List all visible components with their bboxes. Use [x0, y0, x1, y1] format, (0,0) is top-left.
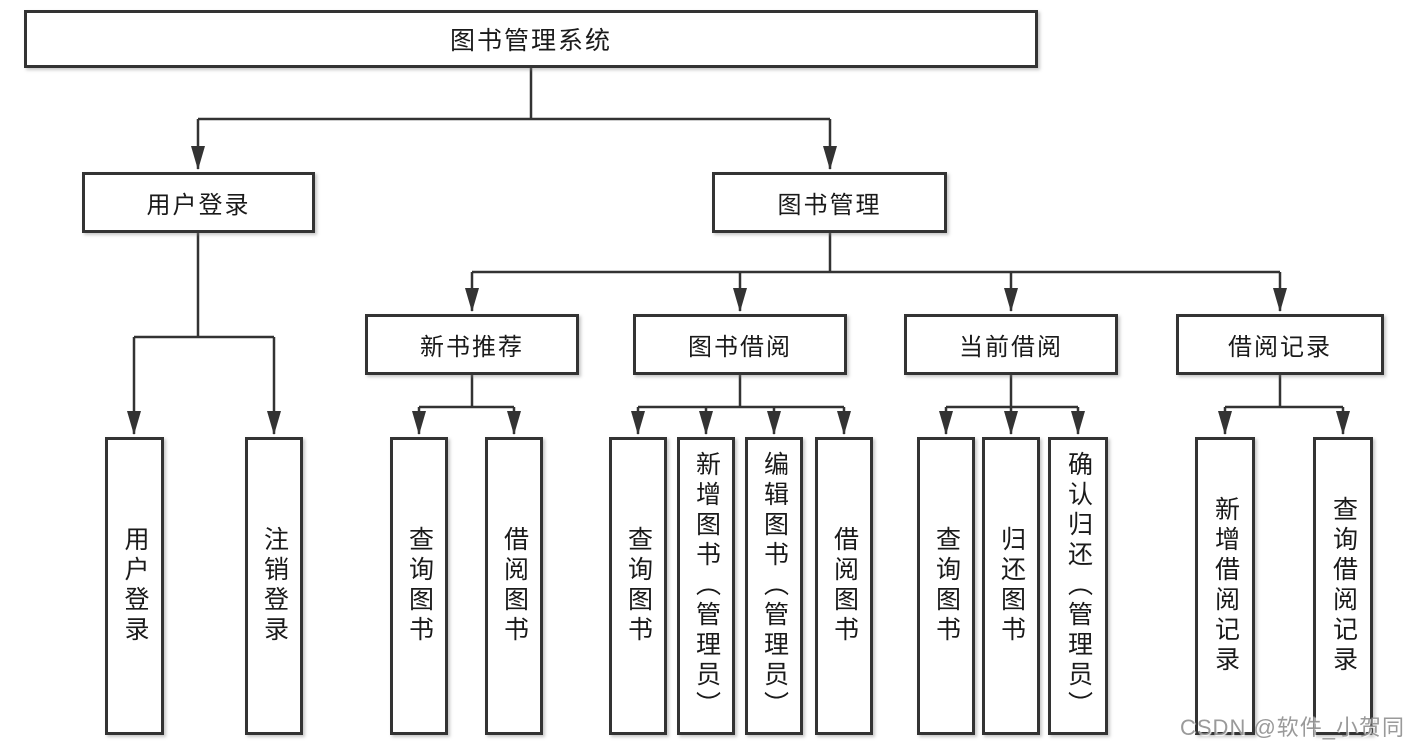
node-user-login: 用户登录 — [82, 172, 315, 233]
new-books-branch — [412, 375, 521, 435]
book-borrow-branch — [631, 375, 851, 435]
root-branch — [191, 68, 837, 170]
leaf-confirm-return-admin: 确认归还（管理员） — [1048, 437, 1108, 735]
node-book-management: 图书管理 — [712, 172, 947, 233]
leaf-add-book-admin: 新增图书（管理员） — [677, 437, 735, 735]
borrow-records-branch — [1218, 375, 1350, 435]
node-borrowing-records: 借阅记录 — [1176, 314, 1384, 375]
leaf-logout: 注销登录 — [245, 437, 303, 735]
leaf-borrow-books-borrowing: 借阅图书 — [815, 437, 873, 735]
leaf-query-books-borrowing: 查询图书 — [609, 437, 667, 735]
leaf-add-borrow-record: 新增借阅记录 — [1195, 437, 1255, 735]
book-mgmt-branch — [465, 233, 1287, 312]
leaf-edit-book-admin: 编辑图书（管理员） — [745, 437, 803, 735]
leaf-query-books-current: 查询图书 — [917, 437, 975, 735]
current-borrow-branch — [939, 375, 1085, 435]
leaf-user-login: 用户登录 — [105, 437, 164, 735]
node-current-borrowing: 当前借阅 — [904, 314, 1118, 375]
node-new-book-recommend: 新书推荐 — [365, 314, 579, 375]
node-library-management-system: 图书管理系统 — [24, 10, 1038, 68]
user-login-branch — [127, 233, 281, 435]
leaf-query-books-recommend: 查询图书 — [390, 437, 448, 735]
node-book-borrowing: 图书借阅 — [633, 314, 847, 375]
leaf-return-book: 归还图书 — [982, 437, 1040, 735]
leaf-query-borrow-record: 查询借阅记录 — [1313, 437, 1373, 735]
leaf-borrow-books-recommend: 借阅图书 — [485, 437, 543, 735]
